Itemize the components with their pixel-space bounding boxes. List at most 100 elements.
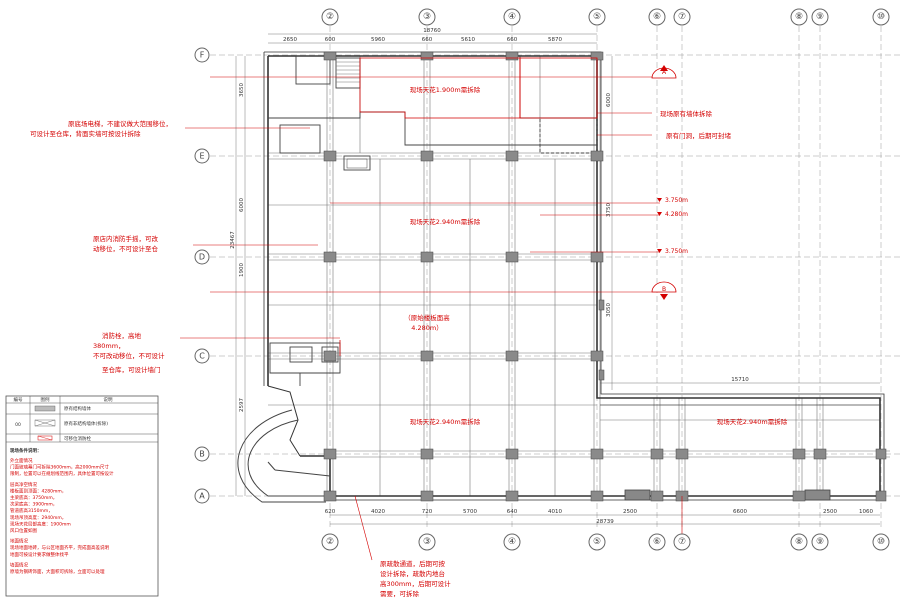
note-firebox-line-1: 消防栓，高地 [102,331,142,340]
legend-header-code: 编号 [14,396,23,403]
grid-label-E: E [199,152,204,161]
dim-right-inner-1: 6000 [606,93,612,107]
grid-label-bottom-2: ② [326,537,334,547]
dim-top-seg-6: 660 [507,37,518,43]
dim-top-seg-1: 2650 [283,37,297,43]
area-ceiling-mid: 现场天花2.940m需拆除 [410,217,481,226]
area-ceiling-right: 现场天花2.940m需拆除 [717,417,788,426]
grid-label-top-9: ⑨ [816,12,824,22]
section-marker-a: A [651,65,677,79]
legend-note-line: 主梁底高：3750mm， [10,494,57,501]
dim-top-total: 18760 [423,28,441,34]
grid-label-bottom-9: ⑨ [816,537,824,547]
dim-right-inner-3: 3050 [606,303,612,317]
dim-top-seg-4: 660 [422,37,433,43]
note-bottom-line-4: 需要，可拆除 [380,589,420,598]
legend-row-2-code: 00 [15,422,21,428]
dim-right-total: 15710 [731,377,749,383]
legend-note-line: 限制，位置可以在规划线范围内，具体位置可按设计 [10,470,114,477]
legend-note-line: 地面情况 [10,538,28,545]
dim-bottom-seg-4: 5700 [463,509,477,515]
elevator-shaft [295,55,331,85]
storage-room [279,124,321,154]
level-markers [657,198,662,253]
dim-bottom-seg-2: 4020 [371,509,385,515]
legend-note-line: 楼板面到顶面：4280mm， [10,487,66,494]
stair-room-c [269,342,341,386]
level-marker-1 [657,198,662,202]
note-existing-wall: 现场原有墙体拆除 [660,109,713,118]
dim-top-seg-7: 5870 [548,37,562,43]
grid-circles-left: F E D C B A [194,47,210,504]
area-ceiling-lower: 现场天花2.940m需拆除 [410,417,481,426]
legend-note-line: 层高净空情况 [10,481,37,488]
outer-walls [263,51,885,501]
level-label-1: 3.750m [665,197,688,204]
legend-row-1-desc: 原有结构墙体 [64,405,91,412]
dim-bottom-seg-5: 640 [507,509,518,515]
level-labels: 3.750m 4.280m 3.750m [665,197,688,255]
note-firebox-line-4: 至仓库，可设计墙门 [102,365,161,374]
beam-lines [268,56,890,496]
grid-label-C: C [199,352,205,361]
top-dimensions: 18760 2650 600 5960 660 5610 660 5870 [283,28,562,43]
note-hydrant-line-1: 原店内消防手摇，可改 [93,234,159,243]
area-ceiling-top: 现场天花1.900m需拆除 [410,85,481,94]
dim-bottom-seg-7: 2500 [623,509,637,515]
annotation-notes: 原底场电梯，不建议做大范围移位， 可设计至仓库，背面实墙可按设计拆除 原店内消防… [30,109,732,598]
dim-top-seg-2: 600 [325,37,336,43]
dim-left-seg-2: 6000 [239,198,245,212]
legend-box: 编号 图例 说明 原有结构墙体 00 原有非结构墙体(拆除) 可移位消防栓 现场… [5,395,159,597]
legend-note-line: 管道底高3150mm， [10,507,53,514]
bottom-dimensions: 620 4020 720 5700 640 4010 2500 6600 250… [325,377,874,525]
dim-bottom-seg-10: 1060 [859,509,873,515]
dim-bottom-seg-1: 620 [325,509,336,515]
grid-label-bottom-7: ⑦ [678,537,686,547]
legend-note-line: 现场天花局部高度：1900mm [10,520,71,527]
dim-bottom-seg-9: 2500 [823,509,837,515]
legend-note-line: 风口位置如图 [10,527,37,534]
dim-bottom-seg-8: 6600 [733,509,747,515]
dim-top-seg-3: 5960 [371,37,385,43]
grid-label-top-2: ② [326,12,334,22]
level-label-2: 4.280m [665,211,688,218]
level-label-3: 3.750m [665,248,688,255]
legend-row-3-desc: 可移位消防栓 [64,435,91,442]
legend-notes: 外立面情况门面玻璃幕门可拆除3600mm，高2000mm尺寸限制，位置可以在规划… [10,457,114,575]
dim-left-seg-4: 2597 [239,398,245,412]
legend-note-line: 地面可按设计要求做整体找平 [10,551,69,558]
grid-label-bottom-5: ⑤ [593,537,601,547]
grid-label-A: A [199,492,205,501]
grid-label-top-7: ⑦ [678,12,686,22]
note-firebox-line-3: 不可改动移位，不可设计 [93,351,165,360]
left-dimensions: 3650 6000 23467 1900 2597 6000 3750 3050 [230,83,612,412]
grid-label-B: B [199,450,205,459]
note-bottom-line-2: 设计拆除，疏散内地台 [380,569,445,578]
legend-note-line: 现场吊顶高度：2940mm， [10,514,66,521]
dim-bottom-seg-6: 4010 [548,509,562,515]
grid-label-bottom-6: ⑥ [653,537,661,547]
legend-note-line: 外立面情况 [10,457,33,464]
grid-label-bottom-10: ⑩ [877,537,885,547]
note-door: 原有门洞，后期可封堵 [666,131,732,140]
grid-circles-top: ② ③ ④ ⑤ ⑥ ⑦ ⑧ ⑨ ⑩ [321,8,890,26]
legend-note-line: 次梁底高：3900mm， [10,501,57,508]
legend-notes-title: 现场条件说明： [10,447,42,454]
section-label-a: A [662,69,667,76]
grid-label-bottom-8: ⑧ [795,537,803,547]
level-marker-3 [657,249,662,253]
legend-note-line: 门面玻璃幕门可拆除3600mm，高2000mm尺寸 [10,464,109,471]
column-box-e [343,155,371,171]
note-elevator-line-2: 可设计至仓库，背面实墙可按设计拆除 [30,129,141,138]
note-bottom-line-1: 原疏散通道，后期可按 [380,559,446,568]
curved-entrance [237,409,331,503]
legend-symbol-structural-wall [34,405,56,412]
stair [335,57,361,89]
grid-label-top-6: ⑥ [653,12,661,22]
legend-header-desc: 说明 [104,396,113,403]
grid-label-top-4: ④ [508,12,516,22]
legend-note-line: 现场地面地砖，与公区地面齐平，完成面高差说明 [10,544,109,551]
grid-label-F: F [200,51,205,60]
area-labels: 现场天花1.900m需拆除 现场天花2.940m需拆除 （原始楼板面高 4.28… [404,85,787,426]
